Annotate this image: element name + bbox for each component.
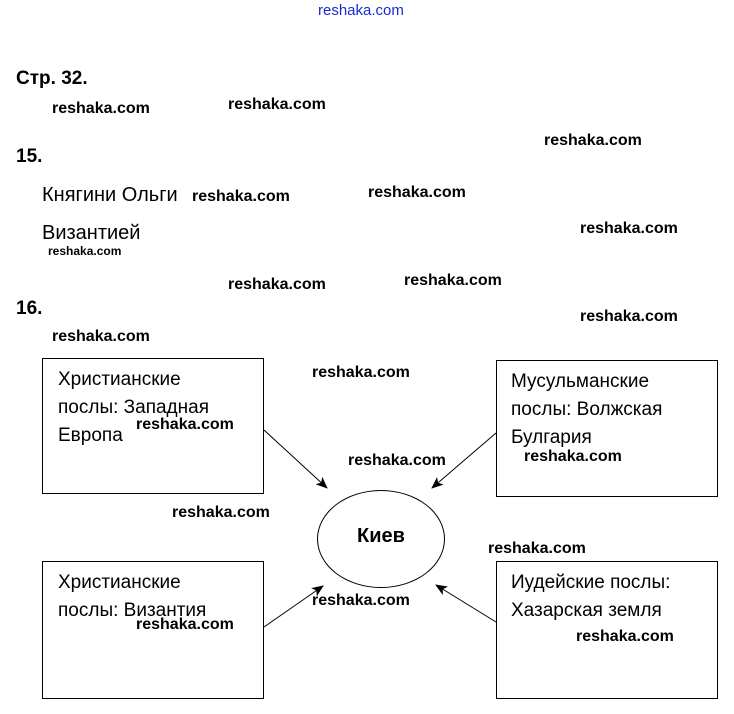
- arrow-from-khazaria: [435, 584, 497, 623]
- arrow-from-western-europe: [263, 429, 328, 489]
- watermark: reshaka.com: [580, 308, 678, 325]
- watermark: reshaka.com: [348, 452, 446, 469]
- watermark: reshaka.com: [48, 244, 122, 258]
- box-western-europe-text: Христианские послы: Западная Европа: [58, 369, 209, 446]
- watermark: reshaka.com: [576, 628, 674, 645]
- watermark: reshaka.com: [524, 448, 622, 465]
- watermark: reshaka.com: [368, 184, 466, 201]
- task-15-answer-2: Византией: [42, 222, 141, 244]
- watermark: reshaka.com: [312, 592, 410, 609]
- box-volga-bulgaria-text: Мусульманские послы: Волжская Булгария: [511, 371, 663, 448]
- box-khazaria: [496, 561, 718, 699]
- watermark: reshaka.com: [312, 364, 410, 381]
- watermark: reshaka.com: [172, 504, 270, 521]
- watermark: reshaka.com: [580, 220, 678, 237]
- watermark: reshaka.com: [52, 328, 150, 345]
- watermark: reshaka.com: [136, 616, 234, 633]
- page-heading: Стр. 32.: [16, 68, 88, 89]
- task-15-answer-1: Княгини Ольги: [42, 184, 178, 206]
- box-khazaria-text: Иудейские послы: Хазарская земля: [511, 572, 671, 621]
- arrow-from-byzantium: [263, 585, 324, 628]
- watermark: reshaka.com: [404, 272, 502, 289]
- arrow-from-volga-bulgaria: [431, 432, 497, 489]
- center-ellipse: [317, 490, 445, 588]
- box-byzantium: [42, 561, 264, 699]
- watermark: reshaka.com: [136, 416, 234, 433]
- watermark: reshaka.com: [544, 132, 642, 149]
- task-15-number: 15.: [16, 146, 43, 167]
- watermark: reshaka.com: [192, 188, 290, 205]
- center-label: Киев: [357, 525, 405, 547]
- watermark: reshaka.com: [488, 540, 586, 557]
- box-volga-bulgaria: [496, 360, 718, 497]
- watermark-top: reshaka.com: [318, 2, 404, 19]
- task-16-number: 16.: [16, 298, 43, 319]
- box-byzantium-text: Христианские послы: Византия: [58, 572, 207, 621]
- box-western-europe: [42, 358, 264, 494]
- watermark: reshaka.com: [228, 96, 326, 113]
- watermark: reshaka.com: [52, 100, 150, 117]
- watermark: reshaka.com: [228, 276, 326, 293]
